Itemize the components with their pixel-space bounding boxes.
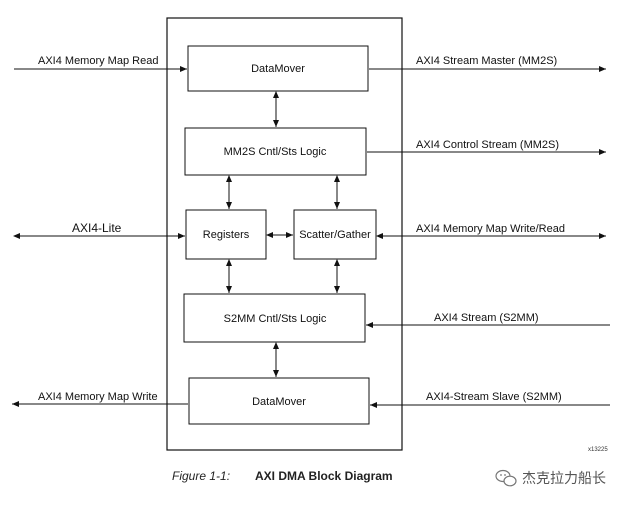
watermark-text: 杰克拉力船长 — [522, 471, 606, 487]
control-stream-label: AXI4 Control Stream (MM2S) — [416, 139, 559, 151]
s2mm-logic-label: S2MM Cntl/Sts Logic — [224, 313, 327, 325]
mm2s-logic-block: MM2S Cntl/Sts Logic — [184, 127, 367, 176]
datamover-bottom-label: DataMover — [252, 396, 306, 408]
stream-master-label: AXI4 Stream Master (MM2S) — [416, 55, 557, 67]
mm-read-label: AXI4 Memory Map Read — [38, 55, 158, 67]
datamover-top-block: DataMover — [187, 45, 369, 92]
stream-s2mm-label: AXI4 Stream (S2MM) — [434, 312, 539, 324]
wechat-icon — [495, 469, 517, 487]
registers-block: Registers — [185, 209, 267, 260]
registers-label: Registers — [203, 229, 250, 241]
mm2s-logic-label: MM2S Cntl/Sts Logic — [224, 146, 327, 158]
scatter-gather-label: Scatter/Gather — [299, 229, 371, 241]
datamover-top-label: DataMover — [251, 63, 305, 75]
s2mm-logic-block: S2MM Cntl/Sts Logic — [183, 293, 366, 343]
mm-write-read-label: AXI4 Memory Map Write/Read — [416, 223, 565, 235]
stream-slave-label: AXI4-Stream Slave (S2MM) — [426, 391, 562, 403]
scatter-gather-block: Scatter/Gather — [293, 209, 377, 260]
datamover-bottom-block: DataMover — [188, 377, 370, 425]
caption-label: Figure 1-1: — [172, 469, 230, 483]
caption-title: AXI DMA Block Diagram — [255, 469, 393, 483]
mm-write-label: AXI4 Memory Map Write — [38, 391, 158, 403]
axi-lite-label: AXI4-Lite — [72, 221, 122, 235]
figure-code: x13225 — [588, 447, 608, 453]
